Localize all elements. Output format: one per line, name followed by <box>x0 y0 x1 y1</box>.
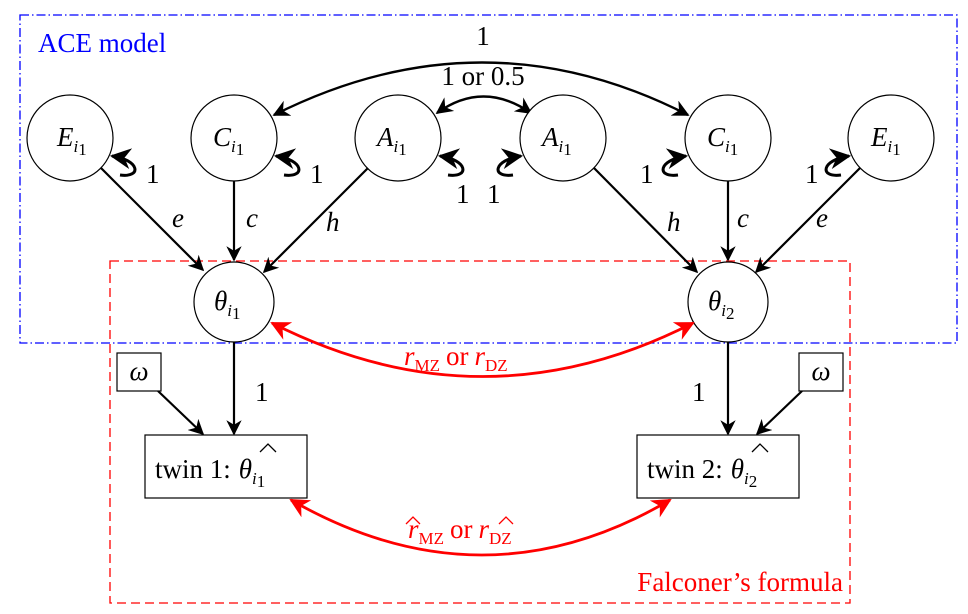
error-node-omega1: ω <box>116 352 162 392</box>
hat-icon <box>259 443 277 453</box>
path-label-e2: e <box>816 203 828 233</box>
self-loop-a2 <box>496 148 524 177</box>
path-a2-theta2 <box>593 167 699 274</box>
error-node-omega2: ω <box>798 352 844 392</box>
node-theta1: θi1 <box>193 261 275 343</box>
self-loop-e2 <box>824 148 852 177</box>
path-label-e1: e <box>172 203 184 233</box>
error-omega2-twin2 <box>755 390 803 436</box>
self-loop-c2 <box>661 148 689 177</box>
svg-text:Ci1: Ci1 <box>213 122 244 159</box>
node-e1: Ei1 <box>26 94 114 182</box>
node-c1: Ci1 <box>190 94 278 182</box>
svg-text:ω: ω <box>129 356 148 386</box>
svg-text:ω: ω <box>811 356 830 386</box>
loading-label-2: 1 <box>692 377 706 407</box>
svg-text:Ei1: Ei1 <box>870 122 901 159</box>
svg-text:twin 2:θi2: twin 2:θi2 <box>647 454 757 491</box>
error-omega1-twin1 <box>157 390 205 436</box>
estimated-correlation-arc <box>289 498 672 557</box>
falconer-label: Falconer’s formula <box>637 567 843 597</box>
hat-icon <box>498 516 514 525</box>
self-loop-a1 <box>437 148 465 177</box>
cc-covariance-arc <box>272 61 690 117</box>
path-label-h2: h <box>667 207 681 237</box>
svg-text:θi1: θi1 <box>214 286 241 323</box>
node-e2: Ei1 <box>847 94 935 182</box>
cc-covariance-label: 1 <box>476 21 490 51</box>
svg-text:Ai1: Ai1 <box>540 122 572 159</box>
observed-node-twin1: twin 1:θi1 <box>144 434 308 499</box>
path-e2-theta2 <box>754 167 861 274</box>
path-label-h1: h <box>326 207 340 237</box>
hat-icon <box>751 443 769 453</box>
observed-node-twin2: twin 2:θi2 <box>636 434 800 499</box>
path-label-c2: c <box>737 203 749 233</box>
aa-covariance-label: 1 or 0.5 <box>441 61 524 91</box>
node-a1: Ai1 <box>354 94 442 182</box>
node-c2: Ci1 <box>684 94 772 182</box>
path-a1-theta1 <box>262 167 369 274</box>
ace-model-region <box>19 14 958 344</box>
true-correlation-arc <box>270 321 695 378</box>
loading-label-1: 1 <box>255 377 269 407</box>
self-loop-label-a1: 1 <box>456 179 470 209</box>
svg-text:θi2: θi2 <box>708 286 735 323</box>
node-theta2: θi2 <box>687 261 769 343</box>
hat-icon <box>405 516 421 525</box>
svg-text:Ci1: Ci1 <box>707 122 738 159</box>
falconer-region <box>109 260 851 604</box>
svg-text:Ai1: Ai1 <box>375 122 407 159</box>
svg-text:twin 1:θi1: twin 1:θi1 <box>155 454 265 491</box>
svg-text:Ei1: Ei1 <box>56 122 87 159</box>
self-loop-label-a2: 1 <box>487 179 501 209</box>
self-loop-label-c1: 1 <box>310 159 324 189</box>
self-loop-label-c2: 1 <box>640 159 654 189</box>
self-loop-c1 <box>273 148 301 177</box>
aa-covariance-arc <box>435 95 533 114</box>
self-loop-label-e1: 1 <box>146 159 160 189</box>
self-loop-e1 <box>109 148 137 177</box>
path-e1-theta1 <box>100 167 205 272</box>
node-a2: Ai1 <box>519 94 607 182</box>
ace-model-label: ACE model <box>38 28 166 58</box>
path-label-c1: c <box>246 203 258 233</box>
self-loop-label-e2: 1 <box>805 159 819 189</box>
